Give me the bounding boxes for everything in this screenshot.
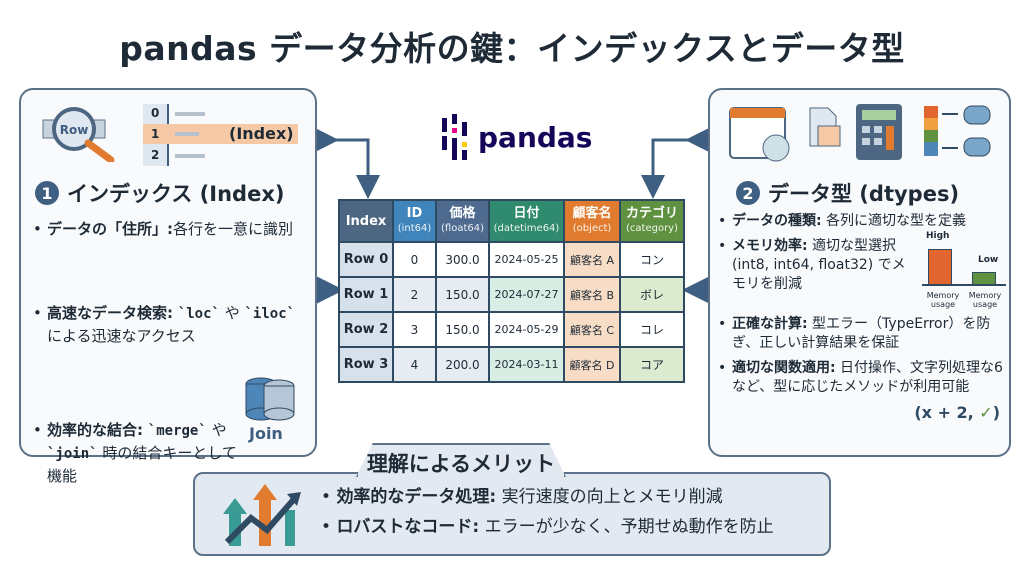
table-cell: コア — [619, 346, 685, 383]
table-cell: ボレ — [619, 276, 685, 313]
arrow-left-top — [315, 128, 380, 199]
index-bullet: データの「住所」:各行を一意に識別 — [33, 218, 303, 240]
table-cell: コレ — [619, 311, 685, 348]
dtypes-bullet: 正確な計算: 型エラー（TypeError）を防ぎ、正しい計算結果を保証 — [718, 315, 1006, 353]
pandas-logo: pandas — [440, 114, 592, 160]
dtypes-bullet: 適切な関数適用: 日付操作、文字列処理な6など、型に応じたメソッドが利用可能 — [718, 359, 1006, 397]
column-header: ID(int64) — [392, 199, 437, 243]
calendar-icon — [729, 107, 790, 162]
calculator-icon — [856, 104, 902, 160]
page-title: pandas データ分析の鍵：インデックスとデータ型 — [119, 29, 905, 68]
benefit-item: • 効率的なデータ処理: 実行速度の向上とメモリ削減 — [321, 487, 723, 507]
dtypes-bullet: メモリ効率: 適切な型選択 (int8, int64, float32) でメモ… — [718, 237, 918, 294]
table-cell: 150.0 — [435, 311, 490, 348]
column-to-database-icon — [924, 105, 991, 157]
column-header: 顧客名(object) — [563, 199, 621, 243]
table-cell: 2 — [392, 276, 437, 313]
memory-row: メモリ効率: 適切な型選択 (int8, int64, float32) でメモ… — [718, 231, 1006, 309]
table-cell: 4 — [392, 346, 437, 383]
table-cell: Row 3 — [338, 346, 394, 383]
join-label: Join — [249, 424, 283, 443]
benefit-item: • ロバストなコード: エラーが少なく、予期せぬ動作を防止 — [321, 517, 774, 537]
table-cell: 0 — [392, 241, 437, 278]
svg-text:Row: Row — [60, 123, 89, 137]
table-cell: 3 — [392, 311, 437, 348]
table-cell: 2024-03-11 — [488, 346, 565, 383]
database-join-icon — [245, 377, 295, 421]
pandas-logo-icon — [442, 114, 467, 160]
dtypes-bullet-list: データの種類: 各列に適切な型を定義 メモリ効率: 適切な型選択 (int8, … — [718, 212, 1006, 422]
check-icon: ✓ — [979, 403, 993, 422]
memory-bar-high — [928, 249, 952, 285]
table-cell: 2024-05-29 — [488, 311, 565, 348]
example-expression: (x + 2, ✓) — [914, 403, 1000, 422]
growth-chart-icon — [223, 484, 301, 546]
index-illustration: 0 1 2 (Index) — [143, 104, 298, 166]
table-cell: 2024-07-27 — [488, 276, 565, 313]
column-header: 日付(datetime64) — [488, 199, 565, 243]
file-chart-icon — [809, 107, 841, 147]
index-bullet: 高速なデータ検索: `loc` や `iloc` による迅速なアクセス — [33, 302, 303, 347]
dtypes-bullet: データの種類: 各列に適切な型を定義 — [718, 212, 1006, 231]
column-header: Index — [338, 199, 394, 243]
table-cell: 顧客名 A — [563, 241, 621, 278]
table-cell: 150.0 — [435, 276, 490, 313]
table-cell: 2024-05-25 — [488, 241, 565, 278]
column-header: カテゴリ(category) — [619, 199, 685, 243]
benefits-box: • 効率的なデータ処理: 実行速度の向上とメモリ削減 • ロバストなコード: エ… — [193, 472, 831, 556]
benefits-tab — [356, 443, 566, 477]
index-label: (Index) — [229, 124, 294, 143]
magnifier-row-icon: Row — [42, 107, 115, 162]
table-cell: 顧客名 C — [563, 311, 621, 348]
table-cell: 顧客名 D — [563, 346, 621, 383]
index-bullet: 効率的な結合: `merge` や `join` 時の結合キーとして機能 — [33, 419, 243, 487]
column-header: 価格(float64) — [435, 199, 490, 243]
table-cell: 顧客名 B — [563, 276, 621, 313]
table-cell: コン — [619, 241, 685, 278]
table-cell: Row 2 — [338, 311, 394, 348]
table-cell: 300.0 — [435, 241, 490, 278]
table-cell: 200.0 — [435, 346, 490, 383]
benefits-title: 理解によるメリット — [366, 452, 556, 476]
table-cell: Row 0 — [338, 241, 394, 278]
dtype-icons — [729, 104, 991, 162]
table-cell: Row 1 — [338, 276, 394, 313]
arrow-right-top — [641, 128, 709, 199]
memory-chart: High Low Memory usage Memory usage — [922, 231, 1006, 309]
